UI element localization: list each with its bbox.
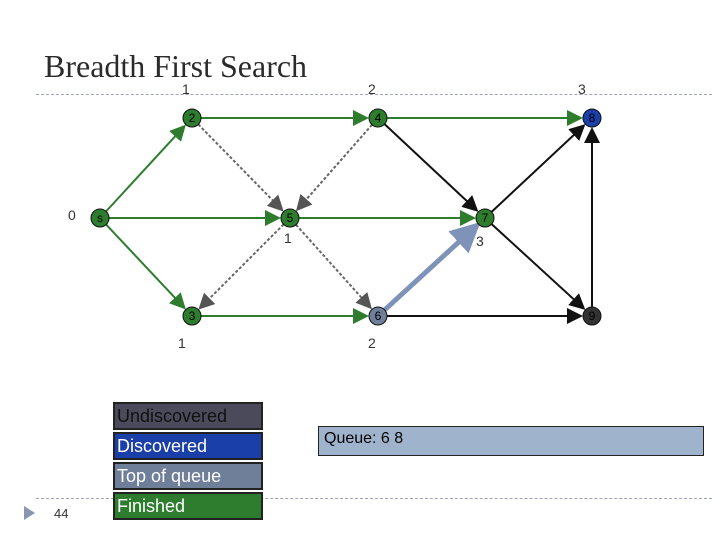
distance-label-7: 3	[476, 233, 484, 249]
edge-7-8	[490, 124, 586, 213]
node-label-7: 7	[482, 211, 489, 225]
edge-4-7	[383, 123, 479, 212]
edge-s-2	[105, 124, 186, 213]
node-2	[182, 108, 202, 128]
edge-5-6	[295, 224, 372, 310]
node-label-3: 3	[189, 309, 196, 323]
edge-4-5	[295, 124, 373, 212]
node-6	[368, 306, 388, 326]
node-7	[475, 208, 495, 228]
node-label-2: 2	[189, 111, 196, 125]
node-3	[182, 306, 202, 326]
node-9	[582, 306, 602, 326]
distance-label-s: 0	[68, 207, 76, 223]
node-label-8: 8	[589, 111, 596, 125]
legend-discovered: Discovered	[113, 432, 263, 460]
edge-6-7	[382, 222, 481, 312]
bottom-divider	[36, 498, 712, 499]
bullet-icon	[24, 506, 35, 520]
distance-label-2: 1	[182, 81, 190, 97]
edge-2-5	[197, 123, 284, 212]
distance-label-6: 2	[368, 335, 376, 351]
node-5	[280, 208, 300, 228]
page-number: 44	[54, 506, 69, 521]
node-s	[90, 208, 110, 228]
node-4	[368, 108, 388, 128]
node-label-5: 5	[287, 211, 294, 225]
distance-label-3: 1	[178, 335, 186, 351]
legend-finished: Finished	[113, 492, 263, 520]
slide-title: Breadth First Search	[44, 48, 308, 84]
distance-label-8: 3	[578, 81, 586, 97]
node-8	[582, 108, 602, 128]
queue-box: Queue: 6 8	[318, 426, 704, 456]
node-label-4: 4	[375, 111, 382, 125]
node-label-6: 6	[375, 309, 382, 323]
legend-undiscovered: Undiscovered	[113, 402, 263, 430]
top-divider	[36, 94, 712, 95]
node-label-s: s	[97, 211, 103, 225]
edge-s-3	[105, 223, 186, 310]
node-label-9: 9	[589, 309, 596, 323]
distance-label-4: 2	[368, 81, 376, 97]
edge-7-9	[490, 223, 586, 310]
distance-label-5: 1	[284, 230, 292, 246]
edge-5-3	[198, 223, 285, 310]
legend-top-of-queue: Top of queue	[113, 462, 263, 490]
